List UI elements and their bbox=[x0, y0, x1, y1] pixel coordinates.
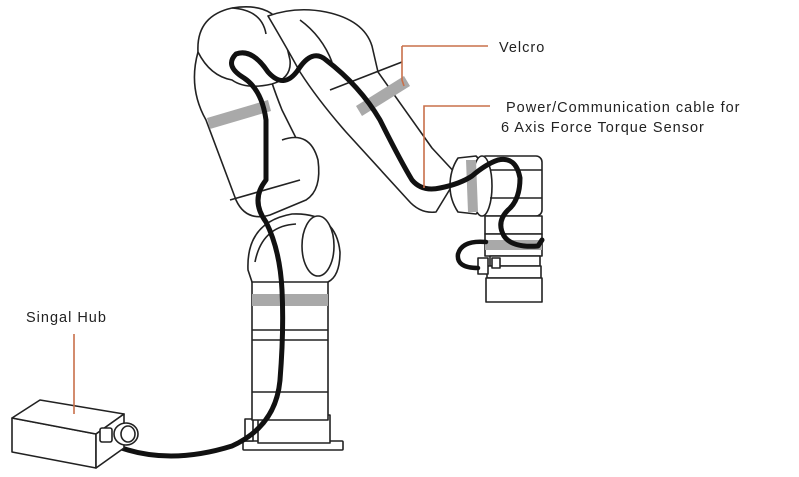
velcro-label: Velcro bbox=[499, 40, 545, 56]
upper-arm-link bbox=[193, 51, 320, 218]
cable-label-line2: 6 Axis Force Torque Sensor bbox=[501, 120, 705, 136]
tool-flange bbox=[477, 215, 543, 303]
cable-label-line1: Power/Communication cable for bbox=[506, 100, 741, 116]
velcro-band-wrist bbox=[466, 160, 478, 212]
cable-callout-line bbox=[423, 105, 490, 188]
sensor-cable-loop bbox=[455, 239, 489, 271]
robot-column bbox=[251, 261, 329, 421]
elbow-joint bbox=[197, 6, 291, 88]
callouts bbox=[73, 45, 490, 414]
velcro-callout-line bbox=[401, 46, 405, 87]
wrist-joint bbox=[449, 155, 543, 217]
sensor-cable bbox=[113, 50, 545, 459]
signal-hub bbox=[11, 399, 139, 469]
velcro-band-column bbox=[252, 294, 328, 306]
shoulder-joint bbox=[247, 213, 341, 283]
hub-label: Singal Hub bbox=[26, 310, 107, 326]
velcro-band-upper-arm bbox=[207, 100, 271, 129]
robot-arm bbox=[193, 6, 543, 451]
